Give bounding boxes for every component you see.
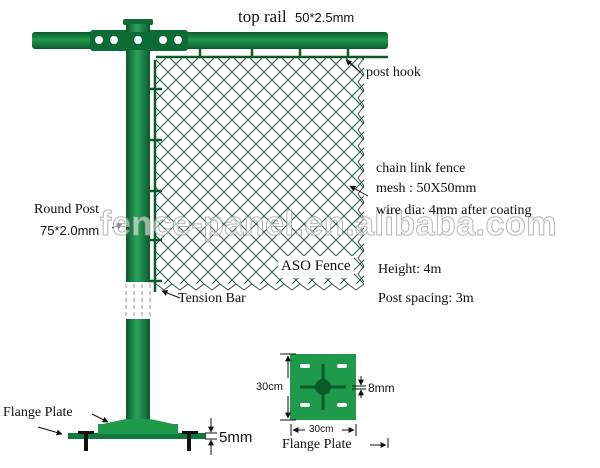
- chain-link-fence-label: chain link fence: [376, 161, 466, 176]
- anchor-bolts: [78, 431, 198, 451]
- top-rail-size: 50*2.5mm: [295, 10, 355, 25]
- wire-dia-label: wire dia: 4mm after coating: [376, 203, 532, 218]
- thickness-dimension: [205, 418, 217, 455]
- height-label: Height: 4m: [378, 262, 442, 277]
- tension-bands: [148, 87, 162, 283]
- post-hook-label: post hook: [366, 65, 421, 80]
- round-post-size: 75*2.0mm: [40, 223, 100, 238]
- round-post-label: Round Post: [34, 202, 99, 217]
- chain-link-mesh: [155, 57, 365, 291]
- round-post-upper: [126, 50, 150, 282]
- plate-height-label: 30cm: [256, 381, 283, 393]
- flange-plate-detail: [290, 354, 356, 420]
- plate-width-label: 30cm: [309, 424, 334, 435]
- connector-holes: [95, 36, 182, 44]
- post-cap: [123, 19, 153, 25]
- post-spacing-label: Post spacing: 3m: [378, 291, 474, 306]
- callout-arrows: [37, 59, 369, 436]
- flange-plate-detail-label: Flange Plate: [282, 437, 352, 452]
- watermark: fence-panel.en.alibaba.com: [99, 205, 558, 244]
- post-break: [125, 284, 151, 318]
- flange-plate-label: Flange Plate: [3, 405, 73, 420]
- aso-label-box: [278, 256, 354, 278]
- round-post-lower: [126, 319, 150, 425]
- slot-width-label: 8mm: [368, 381, 395, 395]
- flange-gusset: [98, 419, 178, 425]
- flange-plate-side: [68, 433, 206, 439]
- aso-fence-label: ASO Fence: [281, 258, 351, 274]
- mesh-size-label: mesh : 50X50mm: [376, 181, 477, 196]
- plate-dimensions: [280, 353, 389, 448]
- top-rail-label: top rail: [238, 7, 287, 26]
- plate-thickness-label: 5mm: [219, 429, 253, 446]
- top-rail: [32, 32, 388, 49]
- tension-bar-label: Tension Bar: [178, 291, 246, 306]
- post-hooks: [198, 48, 350, 57]
